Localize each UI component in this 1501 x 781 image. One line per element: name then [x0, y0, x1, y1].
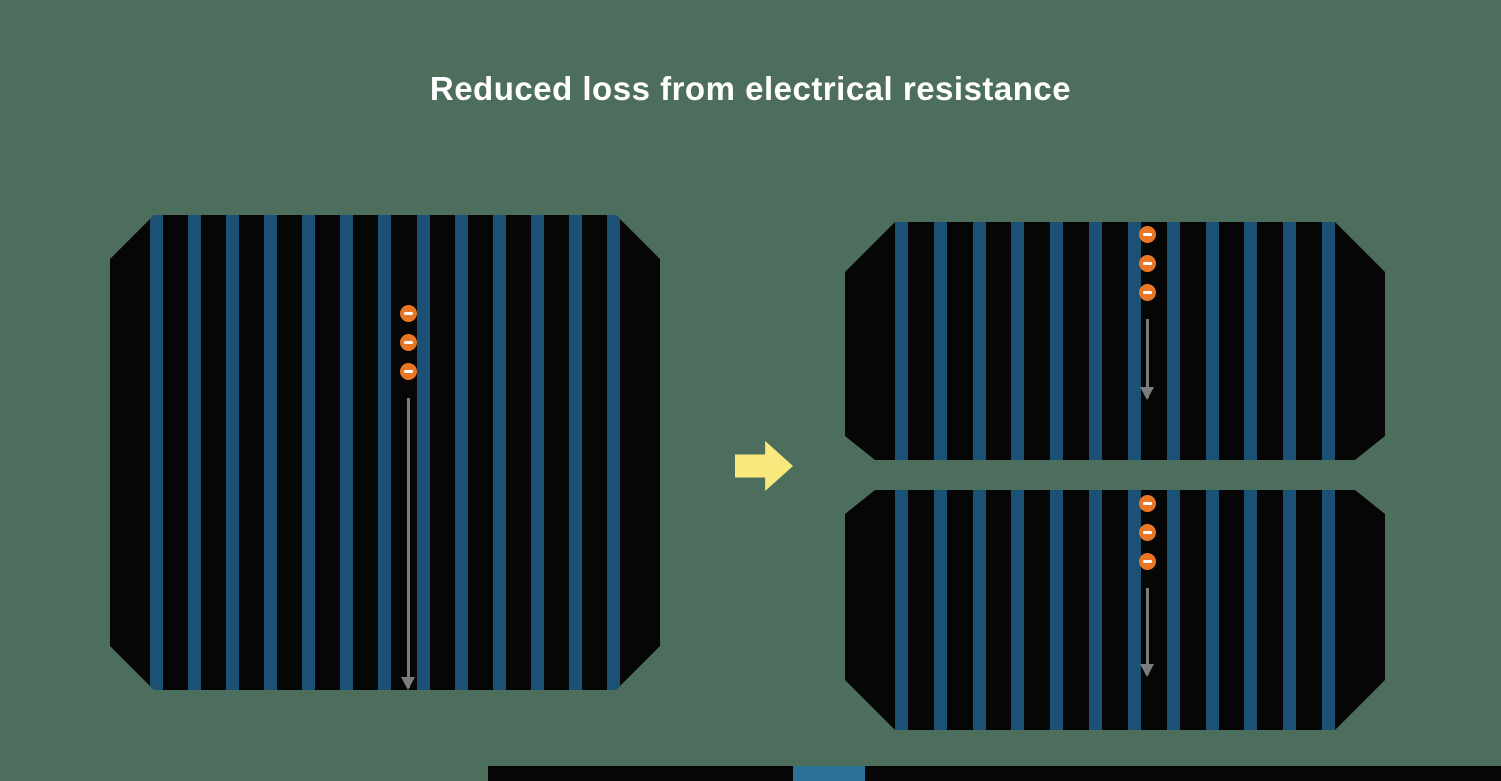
busbar-stripe	[1283, 490, 1297, 730]
minus-symbol	[1142, 233, 1152, 236]
busbar-stripe	[933, 222, 947, 460]
minus-symbol	[1142, 531, 1152, 534]
half-solar-cell-bottom	[845, 490, 1385, 730]
busbar-stripe	[972, 222, 986, 460]
busbar-stripe	[530, 215, 544, 690]
busbar-stripe	[1011, 222, 1025, 460]
electron-icon	[1138, 255, 1156, 272]
busbar-stripe	[454, 215, 468, 690]
right-arrow-icon	[735, 441, 793, 491]
busbar-stripe	[150, 215, 163, 690]
busbar-stripe	[1089, 222, 1103, 460]
current-arrowhead-icon	[1140, 664, 1154, 677]
electron-icon	[399, 305, 417, 322]
busbar-stripe	[1283, 222, 1297, 460]
busbar-stripe	[378, 215, 392, 690]
minus-symbol	[403, 370, 413, 373]
electron-flow	[1137, 226, 1157, 400]
full-solar-cell	[110, 215, 660, 690]
minus-symbol	[1142, 560, 1152, 563]
electron-icon	[399, 363, 417, 380]
minus-symbol	[1142, 262, 1152, 265]
busbar-stripes	[150, 215, 620, 690]
busbar-stripe	[568, 215, 582, 690]
busbar-stripe	[895, 490, 908, 730]
busbar-stripe	[1089, 490, 1103, 730]
electron-icon	[399, 334, 417, 351]
busbar-stripe	[1011, 490, 1025, 730]
busbar-stripe	[302, 215, 316, 690]
busbar-stripe	[1244, 490, 1258, 730]
electron-icon	[1138, 495, 1156, 512]
cropped-busbar-stripe	[793, 766, 865, 781]
busbar-stripe	[340, 215, 354, 690]
electron-icon	[1138, 524, 1156, 541]
busbar-stripe	[606, 215, 620, 690]
diagram-title: Reduced loss from electrical resistance	[429, 70, 1072, 107]
busbar-stripe	[1166, 222, 1180, 460]
minus-symbol	[403, 341, 413, 344]
electron-flow	[398, 305, 418, 690]
electron-flow	[1137, 495, 1157, 677]
busbar-stripe	[1166, 490, 1180, 730]
busbar-stripe	[1050, 490, 1064, 730]
busbar-stripe	[1050, 222, 1064, 460]
busbar-stripe	[416, 215, 430, 690]
cropped-cell-strip	[488, 766, 1501, 781]
busbar-stripes	[895, 222, 1335, 460]
electron-icon	[1138, 553, 1156, 570]
current-arrowhead-icon	[401, 677, 415, 690]
busbar-stripe	[226, 215, 240, 690]
busbar-stripe	[188, 215, 202, 690]
minus-symbol	[1142, 502, 1152, 505]
busbar-stripe	[1244, 222, 1258, 460]
busbar-stripe	[264, 215, 278, 690]
busbar-stripe	[1321, 490, 1335, 730]
busbar-stripe	[1127, 222, 1141, 460]
current-arrowhead-icon	[1140, 387, 1154, 400]
current-arrow	[401, 398, 415, 690]
busbar-stripe	[895, 222, 908, 460]
electron-icon	[1138, 226, 1156, 243]
electron-icon	[1138, 284, 1156, 301]
busbar-stripes	[895, 490, 1335, 730]
minus-symbol	[403, 312, 413, 315]
current-arrow	[1140, 319, 1154, 400]
busbar-stripe	[492, 215, 506, 690]
current-arrow	[1140, 588, 1154, 677]
minus-symbol	[1142, 291, 1152, 294]
busbar-stripe	[933, 490, 947, 730]
busbar-stripe	[1205, 222, 1219, 460]
busbar-stripe	[1321, 222, 1335, 460]
busbar-stripe	[1127, 490, 1141, 730]
half-solar-cell-top	[845, 222, 1385, 460]
busbar-stripe	[972, 490, 986, 730]
busbar-stripe	[1205, 490, 1219, 730]
